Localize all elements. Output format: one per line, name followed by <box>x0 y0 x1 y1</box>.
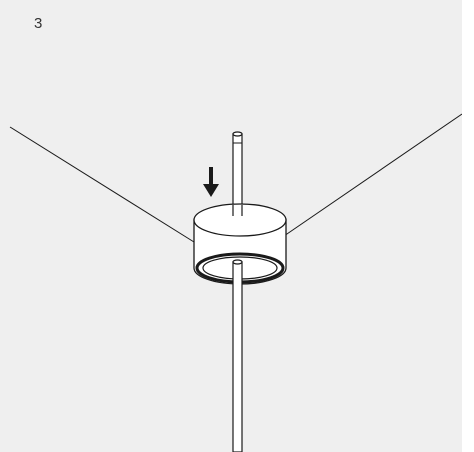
assembly-illustration <box>9 113 462 452</box>
lower-rod <box>232 259 243 452</box>
step-number: 3 <box>34 15 43 32</box>
left-suspension-cable <box>9 126 195 243</box>
instruction-step-panel: 3 <box>0 0 462 452</box>
arrow-down-icon <box>203 167 219 197</box>
right-suspension-cable <box>283 113 462 237</box>
